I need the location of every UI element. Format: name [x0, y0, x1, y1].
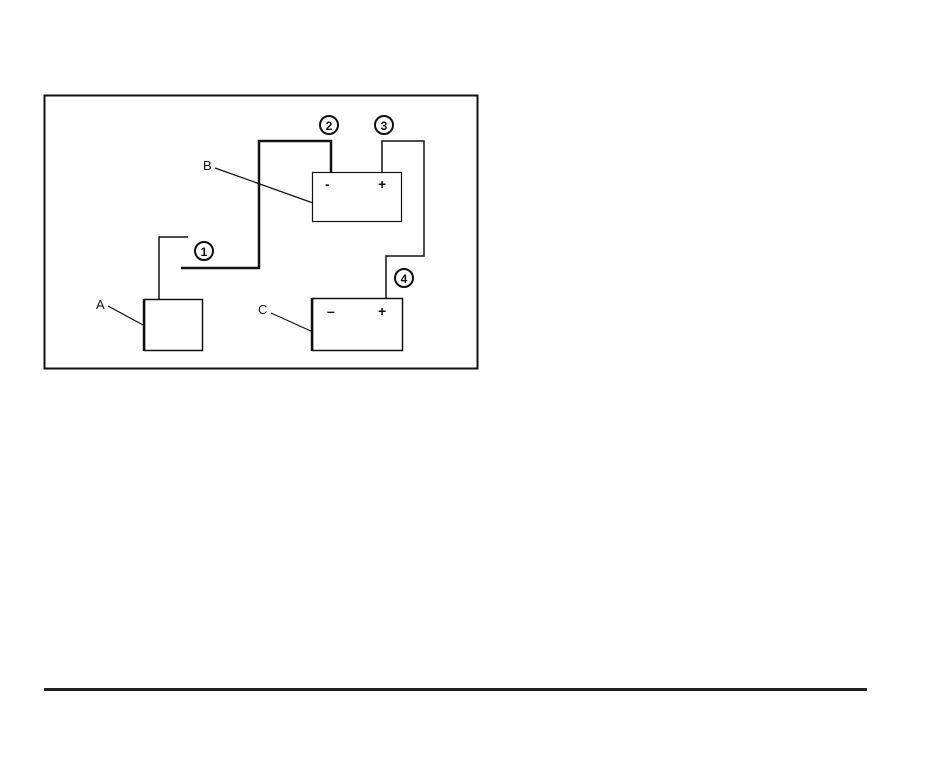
battery-b-positive: +	[378, 176, 386, 192]
leader-b	[215, 168, 313, 203]
battery-c-negative: –	[327, 303, 335, 319]
callout-4-number: 4	[401, 272, 408, 286]
label-c: C	[258, 302, 267, 317]
callout-3: 3	[375, 116, 393, 134]
callout-1: 1	[195, 242, 213, 260]
label-b: B	[203, 158, 212, 173]
leader-a	[108, 306, 145, 326]
component-a-box	[145, 300, 203, 351]
battery-c-box	[313, 299, 403, 351]
leader-c	[271, 313, 313, 332]
page-divider	[44, 688, 867, 691]
callout-4: 4	[395, 269, 413, 287]
callout-1-number: 1	[201, 245, 208, 259]
callout-3-number: 3	[381, 119, 388, 133]
diagram-frame	[45, 96, 478, 369]
battery-c-positive: +	[378, 303, 386, 319]
callout-2: 2	[320, 116, 338, 134]
callout-2-number: 2	[326, 119, 333, 133]
battery-b-negative: -	[325, 176, 330, 192]
label-a: A	[96, 297, 105, 312]
